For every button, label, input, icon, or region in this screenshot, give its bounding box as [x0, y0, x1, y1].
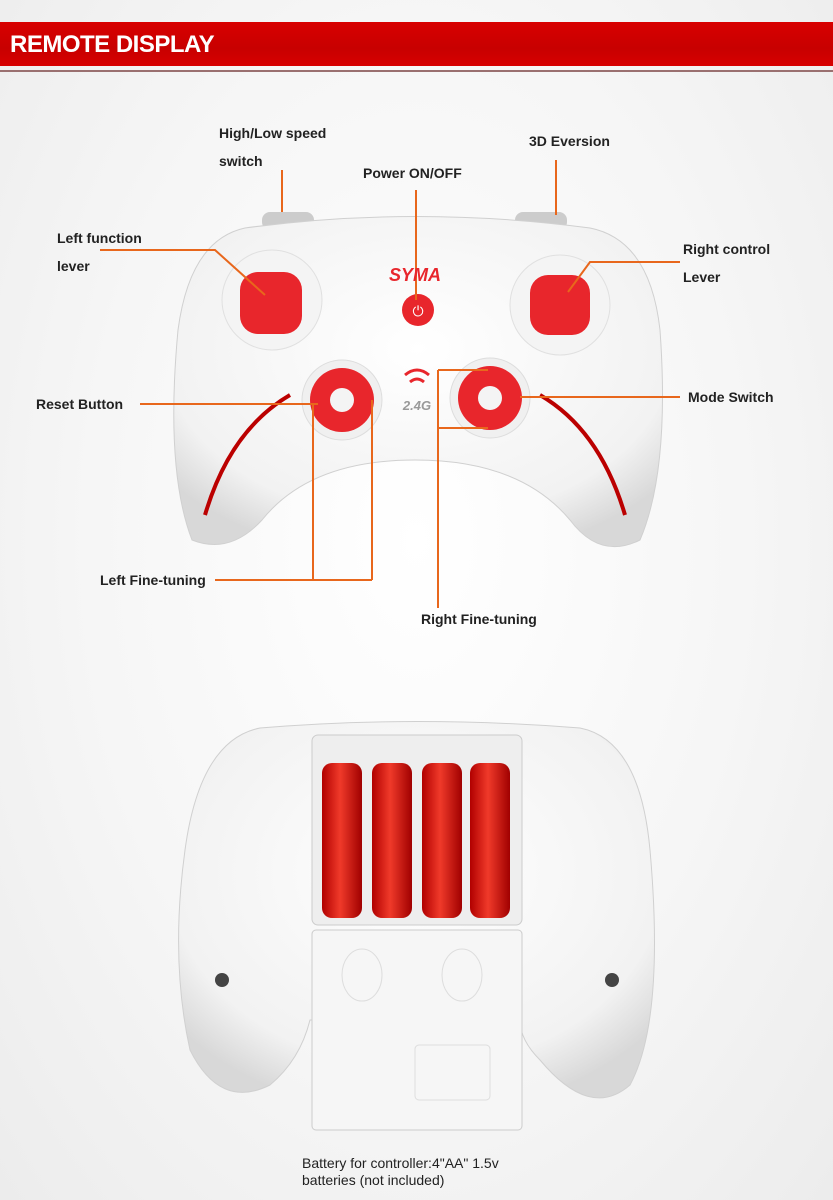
label-high-low-speed-2: switch	[219, 153, 263, 169]
page-title: REMOTE DISPLAY	[10, 31, 215, 58]
label-left-function-2: lever	[57, 258, 90, 274]
battery	[470, 763, 510, 918]
battery	[372, 763, 412, 918]
label-left-function: Left function	[57, 230, 142, 246]
caption-line-1: Battery for controller:4"AA" 1.5v	[302, 1155, 499, 1171]
frequency-label: 2.4G	[402, 398, 431, 413]
wireless-icon	[404, 368, 430, 384]
label-mode-switch: Mode Switch	[688, 389, 774, 405]
label-left-fine-tuning: Left Fine-tuning	[100, 572, 206, 588]
label-3d-eversion: 3D Eversion	[529, 133, 610, 149]
battery-caption: Battery for controller:4"AA" 1.5v batter…	[302, 1155, 499, 1189]
header-divider	[0, 70, 833, 72]
controller-front: ⏻	[173, 212, 663, 548]
battery	[322, 763, 362, 918]
controller-back	[178, 721, 655, 1131]
right-stick	[530, 275, 590, 335]
label-power: Power ON/OFF	[363, 165, 462, 181]
label-high-low-speed: High/Low speed	[219, 125, 327, 141]
battery	[422, 763, 462, 918]
power-button	[402, 294, 434, 326]
label-right-fine-tuning: Right Fine-tuning	[421, 611, 537, 627]
label-right-control-2: Lever	[683, 269, 721, 285]
label-right-control: Right control	[683, 241, 771, 257]
header-banner: REMOTE DISPLAY	[0, 22, 833, 66]
label-reset-button: Reset Button	[36, 396, 124, 412]
brand-logo: SYMA	[389, 265, 441, 285]
battery-cover	[311, 929, 523, 1131]
power-icon: ⏻	[412, 304, 423, 320]
caption-line-2: batteries (not included)	[302, 1172, 445, 1188]
leader-lines	[100, 160, 680, 608]
